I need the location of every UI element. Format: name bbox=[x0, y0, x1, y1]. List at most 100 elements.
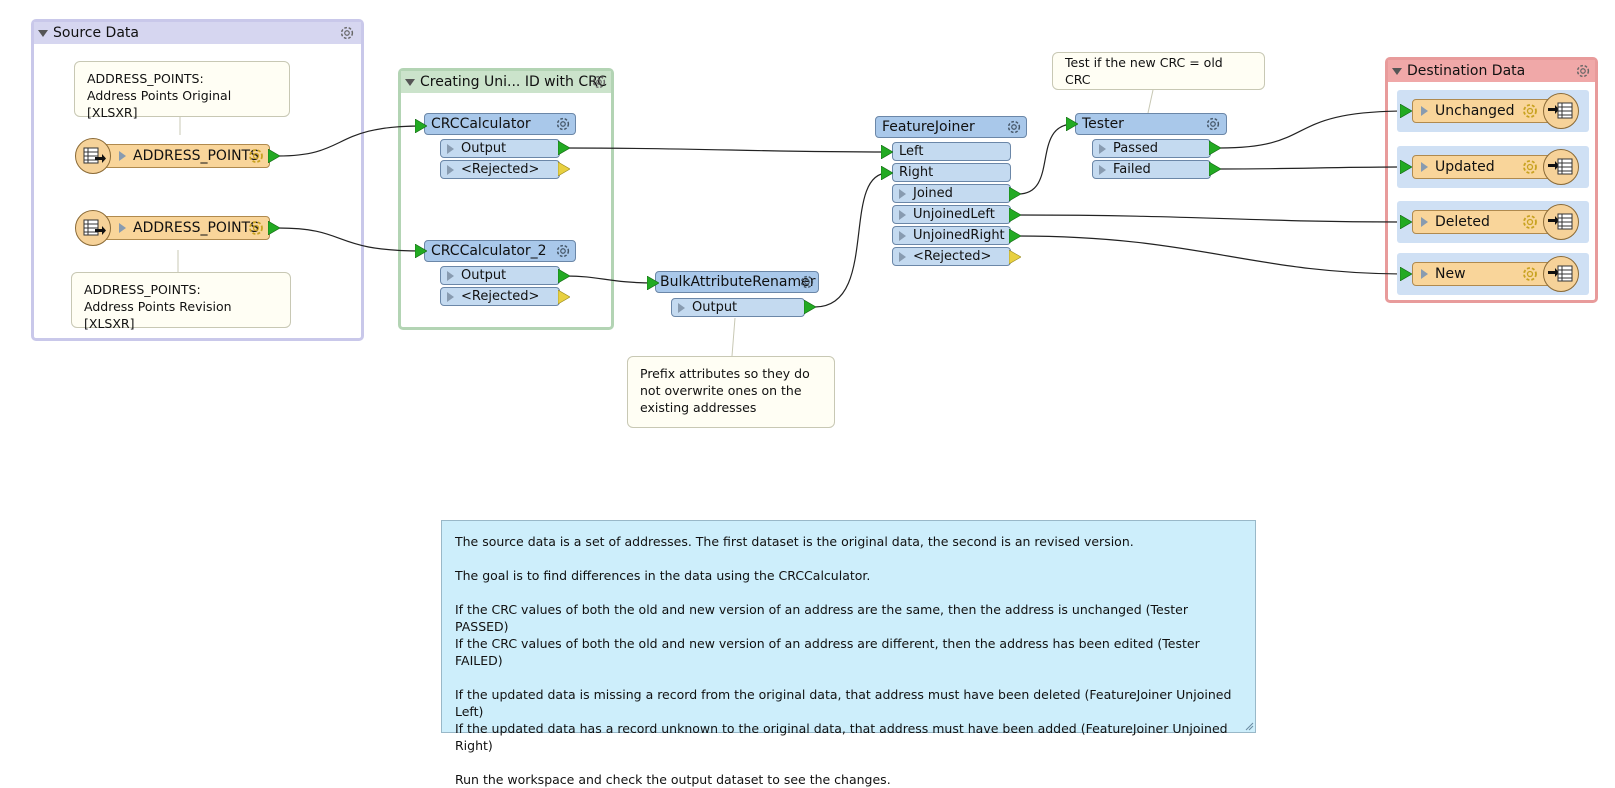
port-output[interactable]: Output bbox=[440, 139, 560, 158]
input-port-arrow-icon[interactable] bbox=[1066, 117, 1078, 131]
writer-updated[interactable]: Updated bbox=[1412, 155, 1552, 179]
input-port-arrow-icon[interactable] bbox=[881, 166, 893, 180]
output-port-arrow-icon[interactable] bbox=[804, 300, 816, 314]
bookmark-header[interactable]: Creating Uni... ID with CRC bbox=[401, 71, 611, 93]
input-port-arrow-icon[interactable] bbox=[415, 119, 427, 133]
input-port-arrow-icon[interactable] bbox=[1400, 104, 1412, 118]
rejected-port-arrow-icon[interactable] bbox=[558, 290, 570, 304]
output-port-arrow-icon[interactable] bbox=[558, 141, 570, 155]
output-port-arrow-icon[interactable] bbox=[1209, 141, 1221, 155]
input-port-arrow-icon[interactable] bbox=[415, 244, 427, 258]
port-rejected[interactable]: <Rejected> bbox=[892, 247, 1011, 266]
expand-triangle-icon[interactable] bbox=[1421, 269, 1428, 279]
transformer-crccalculator[interactable]: CRCCalculator bbox=[424, 113, 576, 135]
gear-icon[interactable] bbox=[590, 73, 608, 91]
rejected-port-arrow-icon[interactable] bbox=[558, 162, 570, 176]
input-port-arrow-icon[interactable] bbox=[1400, 267, 1412, 281]
expand-triangle-icon[interactable] bbox=[119, 223, 126, 233]
reader-table-icon[interactable] bbox=[75, 210, 111, 246]
expand-triangle-icon[interactable] bbox=[899, 209, 906, 220]
bookmark-destination-data[interactable]: Destination Data bbox=[1385, 57, 1598, 303]
wire-unjoinedright-new bbox=[1017, 235, 1409, 275]
rejected-port-arrow-icon[interactable] bbox=[1009, 250, 1021, 264]
collapse-triangle-icon[interactable] bbox=[1392, 67, 1402, 75]
writer-unchanged[interactable]: Unchanged bbox=[1412, 99, 1552, 123]
gear-icon[interactable] bbox=[554, 115, 572, 133]
collapse-triangle-icon[interactable] bbox=[405, 78, 415, 86]
gear-icon[interactable] bbox=[1005, 118, 1023, 136]
output-port-arrow-icon[interactable] bbox=[1009, 187, 1021, 201]
port-input-left[interactable]: Left bbox=[892, 142, 1011, 161]
gear-icon[interactable] bbox=[338, 24, 356, 42]
wire-passed-unchanged bbox=[1219, 110, 1409, 149]
expand-triangle-icon[interactable] bbox=[1421, 162, 1428, 172]
reader-gear-icon[interactable] bbox=[246, 218, 266, 238]
writer-table-icon[interactable] bbox=[1543, 149, 1579, 185]
expand-triangle-icon[interactable] bbox=[447, 143, 454, 154]
annotation-bulk[interactable]: Prefix attributes so they do not overwri… bbox=[627, 356, 835, 428]
expand-triangle-icon[interactable] bbox=[1421, 217, 1428, 227]
writer-gear-icon[interactable] bbox=[1520, 157, 1540, 177]
expand-triangle-icon[interactable] bbox=[899, 230, 906, 241]
port-output[interactable]: Output bbox=[671, 298, 805, 317]
writer-table-icon[interactable] bbox=[1543, 93, 1579, 129]
gear-icon[interactable] bbox=[1574, 62, 1592, 80]
output-port-arrow-icon[interactable] bbox=[1009, 229, 1021, 243]
port-input-right[interactable]: Right bbox=[892, 163, 1011, 182]
writer-gear-icon[interactable] bbox=[1520, 101, 1540, 121]
writer-table-icon[interactable] bbox=[1543, 204, 1579, 240]
reader-gear-icon[interactable] bbox=[246, 146, 266, 166]
input-port-arrow-icon[interactable] bbox=[1400, 215, 1412, 229]
port-label: UnjoinedLeft bbox=[913, 207, 995, 222]
input-port-arrow-icon[interactable] bbox=[881, 145, 893, 159]
expand-triangle-icon[interactable] bbox=[899, 188, 906, 199]
port-failed[interactable]: Failed bbox=[1092, 160, 1211, 179]
transformer-bulkattributerenamer[interactable]: BulkAttributeRenamer bbox=[655, 271, 819, 293]
reader-table-icon[interactable] bbox=[75, 138, 111, 174]
expand-triangle-icon[interactable] bbox=[1421, 106, 1428, 116]
expand-triangle-icon[interactable] bbox=[119, 151, 126, 161]
annotation-reader1[interactable]: ADDRESS_POINTS: Address Points Original … bbox=[74, 61, 290, 120]
port-unjoined-left[interactable]: UnjoinedLeft bbox=[892, 205, 1011, 224]
reader-address-points-revision[interactable]: ADDRESS_POINTS bbox=[98, 216, 270, 240]
port-passed[interactable]: Passed bbox=[1092, 139, 1211, 158]
expand-triangle-icon[interactable] bbox=[678, 302, 685, 313]
output-port-arrow-icon[interactable] bbox=[1009, 208, 1021, 222]
bookmark-header[interactable]: Destination Data bbox=[1388, 60, 1595, 82]
transformer-featurejoiner[interactable]: FeatureJoiner bbox=[875, 116, 1027, 138]
port-output[interactable]: Output bbox=[440, 266, 560, 285]
writer-gear-icon[interactable] bbox=[1520, 264, 1540, 284]
port-unjoined-right[interactable]: UnjoinedRight bbox=[892, 226, 1011, 245]
writer-new[interactable]: New bbox=[1412, 262, 1552, 286]
expand-triangle-icon[interactable] bbox=[447, 164, 454, 175]
writer-deleted[interactable]: Deleted bbox=[1412, 210, 1552, 234]
resize-grip-icon[interactable] bbox=[1245, 722, 1254, 731]
expand-triangle-icon[interactable] bbox=[447, 270, 454, 281]
transformer-crccalculator-2[interactable]: CRCCalculator_2 bbox=[424, 240, 576, 262]
expand-triangle-icon[interactable] bbox=[1099, 164, 1106, 175]
port-joined[interactable]: Joined bbox=[892, 184, 1011, 203]
gear-icon[interactable] bbox=[554, 242, 572, 260]
expand-triangle-icon[interactable] bbox=[899, 251, 906, 262]
gear-icon[interactable] bbox=[798, 273, 816, 291]
input-port-arrow-icon[interactable] bbox=[647, 276, 659, 290]
output-port-arrow-icon[interactable] bbox=[268, 221, 280, 235]
collapse-triangle-icon[interactable] bbox=[38, 29, 48, 37]
annotation-reader2[interactable]: ADDRESS_POINTS: Address Points Revision … bbox=[71, 272, 291, 331]
expand-triangle-icon[interactable] bbox=[1099, 143, 1106, 154]
bookmark-header[interactable]: Source Data bbox=[34, 22, 361, 44]
writer-gear-icon[interactable] bbox=[1520, 212, 1540, 232]
input-port-arrow-icon[interactable] bbox=[1400, 160, 1412, 174]
output-port-arrow-icon[interactable] bbox=[558, 269, 570, 283]
bookmark-creating-id-crc[interactable]: Creating Uni... ID with CRC bbox=[398, 68, 614, 330]
reader-address-points-original[interactable]: ADDRESS_POINTS bbox=[98, 144, 270, 168]
output-port-arrow-icon[interactable] bbox=[1209, 162, 1221, 176]
expand-triangle-icon[interactable] bbox=[447, 291, 454, 302]
gear-icon[interactable] bbox=[1204, 115, 1222, 133]
port-rejected[interactable]: <Rejected> bbox=[440, 287, 560, 306]
annotation-main[interactable]: The source data is a set of addresses. T… bbox=[441, 520, 1256, 787]
writer-table-icon[interactable] bbox=[1543, 256, 1579, 292]
port-rejected[interactable]: <Rejected> bbox=[440, 160, 560, 179]
output-port-arrow-icon[interactable] bbox=[268, 149, 280, 163]
annotation-tester[interactable]: Test if the new CRC = old CRC bbox=[1052, 52, 1265, 90]
